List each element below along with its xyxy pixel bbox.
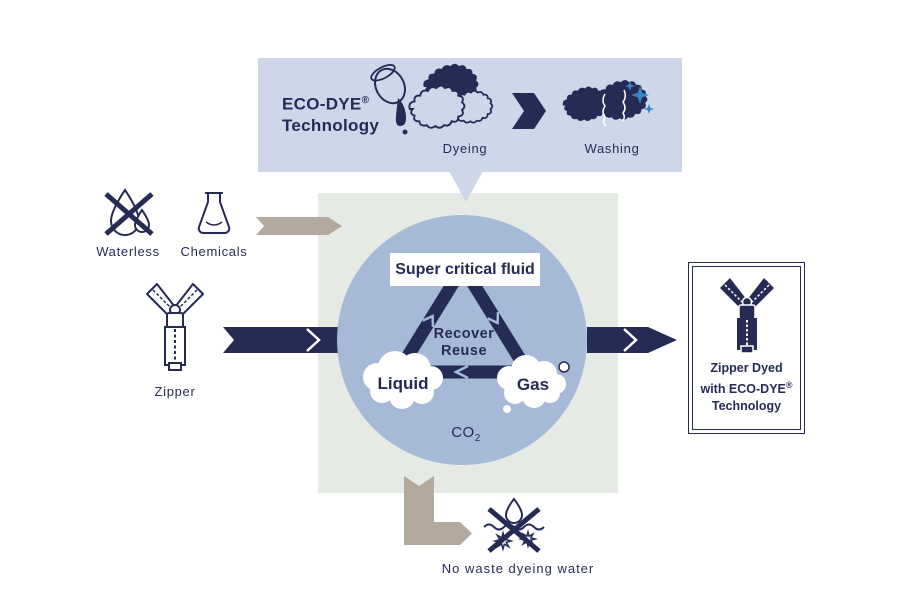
zipper-flow-arrow-left [223,327,347,353]
gas-label: Gas [516,375,550,394]
banner-title-line1: ECO-DYE® [282,94,370,114]
supercritical-fluid-label: Super critical fluid [390,253,540,286]
dyed-zipper-result-box: Zipper Dyed with ECO-DYE® Technology [688,262,805,434]
phase-triangle [363,263,570,413]
recover-reuse-label: Recover Reuse [433,326,495,359]
zipper-output-icon [719,278,774,354]
flow-chevron-icon [512,93,546,129]
washing-label: Washing [584,141,640,156]
result-caption: Zipper Dyed with ECO-DYE® Technology [700,361,793,414]
waterless-icon [104,188,154,236]
washing-icon [562,79,654,127]
no-waste-water-icon [483,497,545,553]
zipper-input-icon [146,283,204,371]
result-box-inner-border: Zipper Dyed with ECO-DYE® Technology [692,266,801,430]
banner-title-line2: Technology [282,115,380,135]
waste-water-arrow [404,476,472,545]
banner-pointer-triangle [449,171,483,202]
liquid-label: Liquid [377,374,429,393]
liquid-cloud [363,351,443,409]
no-waste-water-label: No waste dyeing water [441,561,595,576]
banner-title: ECO-DYE® Technology [282,90,379,136]
zipper-flow-arrow-right [587,327,677,353]
chemicals-flask-icon [197,192,231,234]
waterless-label: Waterless [96,244,160,259]
chemicals-label: Chemicals [180,244,248,259]
eco-dye-banner: ECO-DYE® Technology Dyeing [258,58,682,172]
co2-label: CO2 [451,424,481,444]
gas-cloud [497,355,570,413]
dyeing-icon [370,63,494,135]
zipper-input-label: Zipper [154,384,196,399]
chemicals-input-arrow [256,217,342,235]
dyeing-label: Dyeing [442,141,488,156]
co2-cycle-circle [337,215,587,465]
